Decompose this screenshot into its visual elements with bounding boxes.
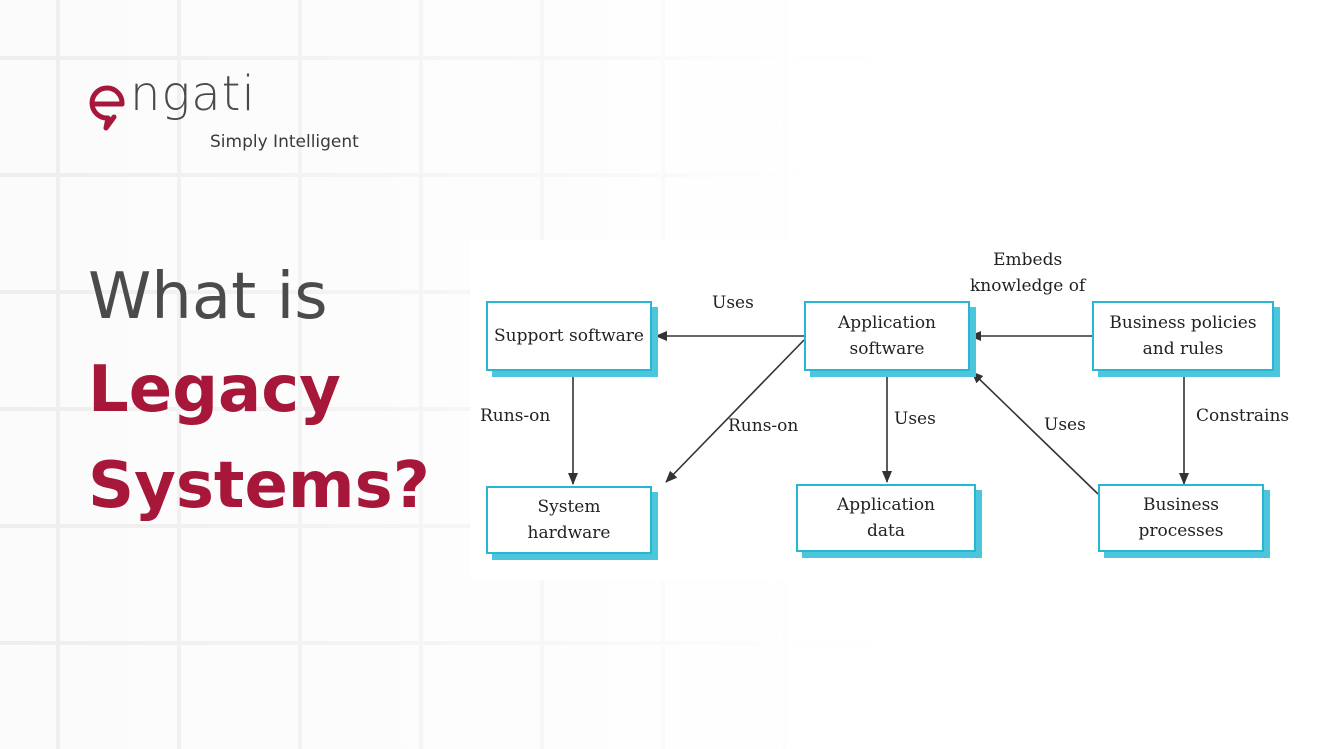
node-system-hardware: System hardware bbox=[486, 486, 658, 560]
node-application-data: Application data bbox=[796, 484, 982, 558]
logo-wordmark: ngati bbox=[130, 66, 256, 122]
edge-label-app-runs-on: Runs-on bbox=[728, 416, 799, 436]
logo-tagline: Simply Intelligent bbox=[210, 132, 359, 152]
diagram-connectors bbox=[568, 331, 1189, 495]
edge-label-uses-data: Uses bbox=[894, 409, 936, 429]
edge-app-to-hardware bbox=[665, 339, 805, 483]
node-support-software-label: Support software bbox=[486, 301, 652, 371]
edge-label-uses-processes: Uses bbox=[1044, 415, 1086, 435]
node-system-hardware-label: System hardware bbox=[486, 486, 652, 554]
node-application-software-label: Application software bbox=[804, 301, 970, 371]
edge-label-uses-support: Uses bbox=[712, 293, 754, 313]
edge-label-constrains: Constrains bbox=[1196, 406, 1290, 426]
legacy-system-diagram: Support software Application software Bu… bbox=[470, 240, 1310, 580]
edge-label-support-runs-on: Runs-on bbox=[480, 406, 551, 426]
node-business-policies-label: Business policies and rules bbox=[1092, 301, 1274, 371]
node-support-software: Support software bbox=[486, 301, 658, 377]
node-business-processes-label: Business processes bbox=[1098, 484, 1264, 552]
page-headline: What is Legacy Systems? bbox=[88, 252, 430, 534]
node-business-policies: Business policies and rules bbox=[1092, 301, 1280, 377]
node-business-processes: Business processes bbox=[1098, 484, 1270, 558]
speech-bubble-e-icon bbox=[89, 85, 125, 131]
headline-line-2: Legacy bbox=[88, 353, 341, 427]
node-application-data-label: Application data bbox=[796, 484, 976, 552]
engati-logo[interactable]: ngati Simply Intelligent bbox=[86, 66, 376, 160]
edge-processes-to-app bbox=[971, 371, 1099, 495]
edge-label-embeds-knowledge: Embeds knowledge of bbox=[970, 250, 1086, 296]
headline-line-1: What is bbox=[88, 260, 328, 334]
node-application-software: Application software bbox=[804, 301, 976, 377]
headline-line-3: Systems? bbox=[88, 449, 430, 523]
